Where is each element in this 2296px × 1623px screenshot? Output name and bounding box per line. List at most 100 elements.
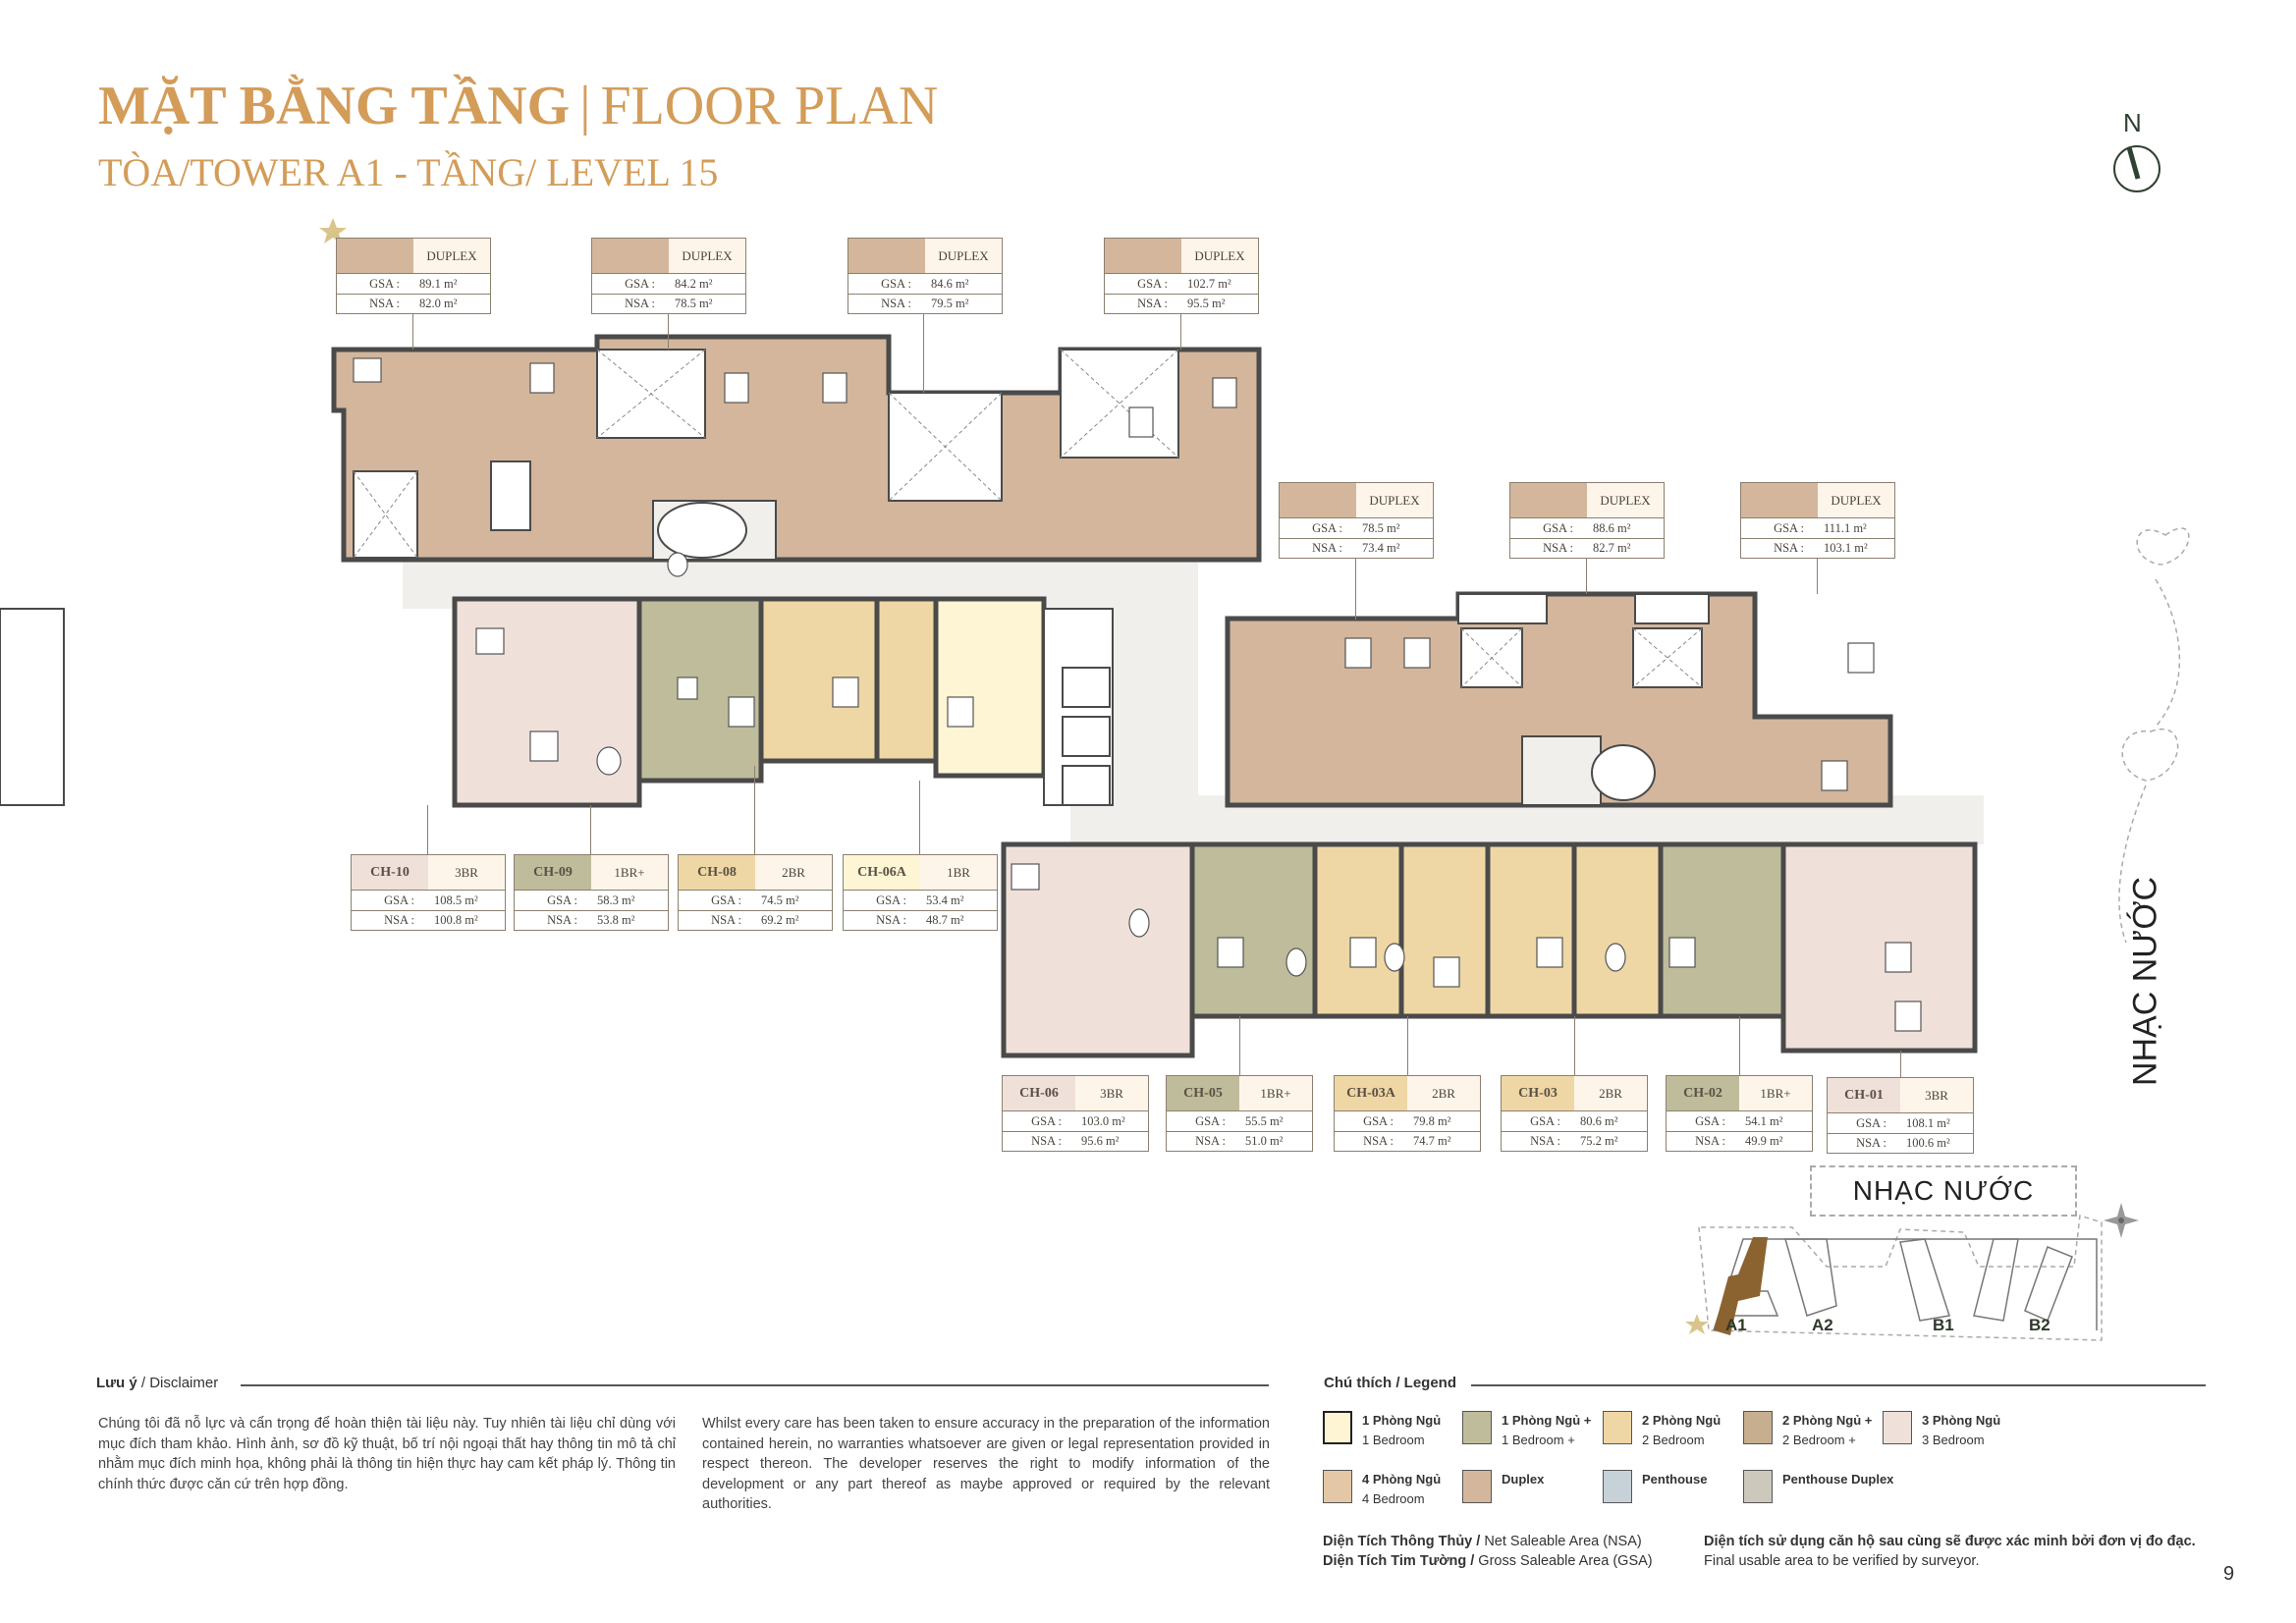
nsa-value: 79.5 m² xyxy=(931,297,969,310)
unit-type: 2BR xyxy=(1407,1076,1480,1110)
unit-code: CH-06A xyxy=(844,855,920,890)
gsa-value: 84.2 m² xyxy=(675,276,713,291)
nsa-label: NSA : xyxy=(1856,1136,1886,1150)
leader-line xyxy=(1739,1016,1740,1075)
gsa-label: GSA : xyxy=(625,276,655,291)
title-english: FLOOR PLAN xyxy=(600,76,939,136)
leader-line xyxy=(590,805,591,854)
nsa-value: 75.2 m² xyxy=(1580,1134,1618,1148)
legend-swatch xyxy=(1462,1470,1492,1503)
unit-card[interactable]: DUPLEX GSA :84.6 m² NSA :79.5 m² xyxy=(847,238,1003,314)
nsa-value: 74.7 m² xyxy=(1413,1134,1451,1148)
unit-type: 2BR xyxy=(1574,1076,1647,1110)
nsa-label: NSA : xyxy=(1543,541,1573,555)
unit-code: CH-02 xyxy=(1667,1076,1739,1110)
nsa-label: NSA : xyxy=(1312,541,1342,555)
unit-code xyxy=(848,239,925,273)
unit-card[interactable]: DUPLEX GSA :111.1 m² NSA :103.1 m² xyxy=(1740,482,1895,559)
gsa-label: GSA : xyxy=(881,276,911,291)
unit-card[interactable]: DUPLEX GSA :78.5 m² NSA :73.4 m² xyxy=(1279,482,1434,559)
leader-line xyxy=(1817,559,1818,594)
tower-label-b2: B2 xyxy=(2029,1316,2050,1334)
nsa-value: 69.2 m² xyxy=(761,913,799,927)
nsa-value: 51.0 m² xyxy=(1245,1134,1284,1148)
disclaimer-title-vi: Lưu ý xyxy=(96,1375,137,1391)
leader-line xyxy=(1239,1016,1240,1075)
unit-type: 2BR xyxy=(755,855,832,890)
gsa-value: 89.1 m² xyxy=(419,276,458,291)
page-title: MẶT BẰNG TẦNG|FLOOR PLAN xyxy=(98,75,938,137)
unit-type: 1BR xyxy=(920,855,997,890)
leader-line xyxy=(1180,314,1181,350)
gsa-value: 88.6 m² xyxy=(1593,520,1631,535)
unit-card[interactable]: DUPLEX GSA :84.2 m² NSA :78.5 m² xyxy=(591,238,746,314)
unit-type: 3BR xyxy=(428,855,505,890)
nsa-value: 49.9 m² xyxy=(1745,1134,1783,1148)
nsa-value: 95.6 m² xyxy=(1081,1134,1120,1148)
area-definitions: Diện Tích Thông Thủy / Net Saleable Area… xyxy=(1323,1534,1653,1569)
unit-code: CH-09 xyxy=(515,855,591,890)
gsa-value: 58.3 m² xyxy=(597,893,635,907)
north-arrow-icon: N xyxy=(2113,108,2172,196)
unit-type: DUPLEX xyxy=(413,239,490,273)
gsa-label: GSA : xyxy=(1195,1113,1226,1128)
gsa-value: 103.0 m² xyxy=(1081,1113,1125,1128)
unit-card[interactable]: DUPLEX GSA :88.6 m² NSA :82.7 m² xyxy=(1509,482,1665,559)
unit-code xyxy=(592,239,669,273)
disclaimer-text-vi: Chúng tôi đã nỗ lực và cẩn trọng để hoàn… xyxy=(98,1416,676,1492)
divider xyxy=(241,1384,1269,1386)
nsa-label: NSA : xyxy=(1031,1134,1062,1148)
gsa-label: GSA : xyxy=(711,893,741,907)
gsa-label: GSA : xyxy=(1543,520,1573,535)
leader-line xyxy=(1355,559,1356,620)
legend-swatch xyxy=(1743,1411,1773,1444)
leader-line xyxy=(1574,1016,1575,1075)
disclaimer-text-en: Whilst every care has been taken to ensu… xyxy=(702,1416,1270,1512)
gsa-label: GSA : xyxy=(1363,1113,1394,1128)
page-number: 9 xyxy=(2223,1563,2235,1585)
nsa-label: NSA : xyxy=(1695,1134,1725,1148)
gsa-label: GSA : xyxy=(547,893,577,907)
leader-line xyxy=(668,314,669,350)
nsa-value: 95.5 m² xyxy=(1187,297,1226,310)
fountain-label-box: NHẠC NƯỚC xyxy=(1810,1165,2077,1217)
nsa-label: NSA : xyxy=(625,297,655,310)
legend-item-2br-plus: 2 Phòng Ngủ +2 Bedroom + xyxy=(1743,1411,1872,1450)
unit-card[interactable]: DUPLEX GSA :102.7 m² NSA :95.5 m² xyxy=(1104,238,1259,314)
unit-code: CH-10 xyxy=(352,855,428,890)
leader-line xyxy=(1900,1051,1901,1077)
survey-note: Diện tích sử dụng căn hộ sau cùng sẽ đượ… xyxy=(1704,1534,2196,1569)
gsa-label: GSA : xyxy=(1695,1113,1725,1128)
north-label: N xyxy=(2123,108,2142,137)
unit-type: DUPLEX xyxy=(1587,483,1664,517)
nsa-label: NSA : xyxy=(1363,1134,1394,1148)
nsa-value: 103.1 m² xyxy=(1824,541,1868,555)
legend-item-1br-plus: 1 Phòng Ngủ +1 Bedroom + xyxy=(1462,1411,1591,1450)
gsa-value: 80.6 m² xyxy=(1580,1113,1618,1128)
unit-type: DUPLEX xyxy=(1181,239,1258,273)
nsa-label: NSA : xyxy=(1195,1134,1226,1148)
legend-swatch xyxy=(1323,1470,1352,1503)
gsa-label: GSA : xyxy=(1774,520,1804,535)
unit-code xyxy=(1510,483,1587,517)
nsa-label: NSA : xyxy=(1137,297,1168,310)
unit-card[interactable]: DUPLEX GSA :89.1 m² NSA :82.0 m² xyxy=(336,238,491,314)
nsa-label: NSA : xyxy=(1774,541,1804,555)
unit-code xyxy=(337,239,413,273)
legend-swatch xyxy=(1883,1411,1912,1444)
gsa-label: GSA : xyxy=(1312,520,1342,535)
unit-code: CH-03A xyxy=(1335,1076,1407,1110)
gsa-value: 55.5 m² xyxy=(1245,1113,1284,1128)
